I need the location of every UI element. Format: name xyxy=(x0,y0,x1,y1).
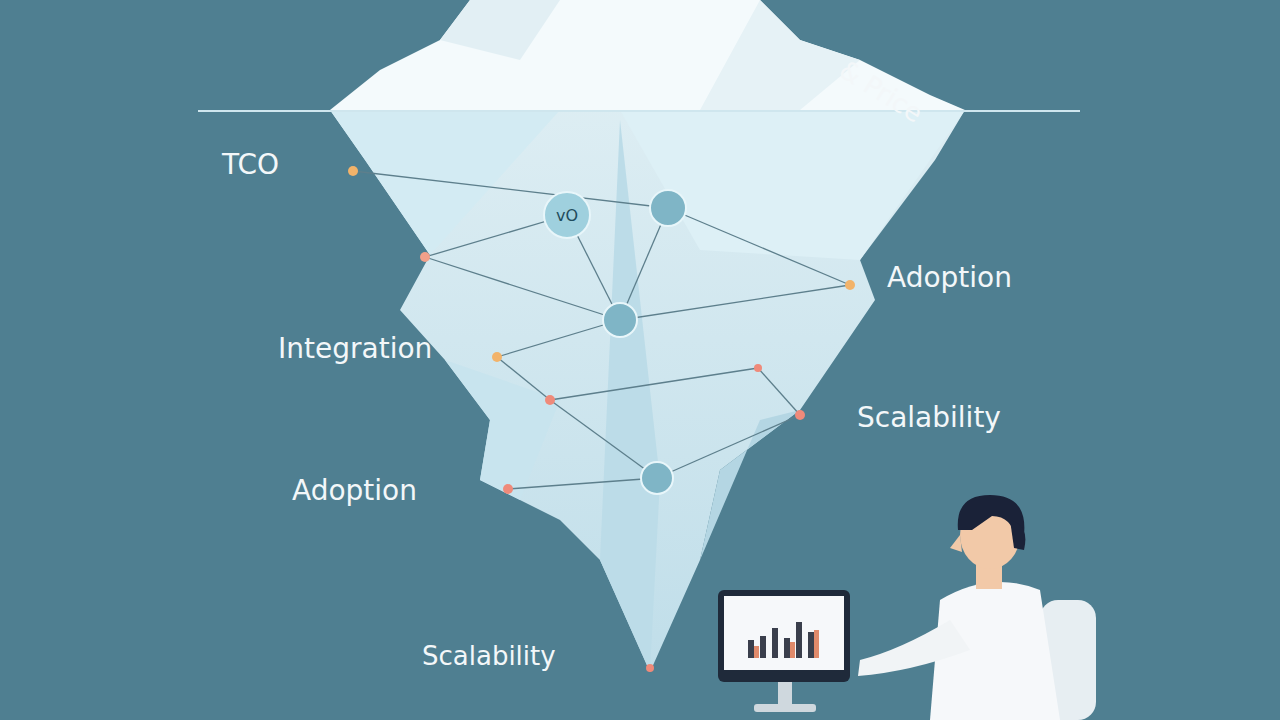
network-lines xyxy=(353,171,850,489)
hub-text: vO xyxy=(556,206,578,225)
factor-label: Adoption xyxy=(887,261,1012,294)
network-dots xyxy=(348,166,855,672)
iceberg-facet xyxy=(330,110,560,255)
iceberg-body xyxy=(330,110,965,672)
factor-label: Scalability xyxy=(857,401,1001,434)
factor-label: Scalability xyxy=(422,641,556,671)
factor-label: Adoption xyxy=(292,474,417,507)
person xyxy=(858,495,1096,720)
iceberg-facet xyxy=(700,410,800,560)
factor-label: Integration xyxy=(278,332,432,365)
monitor xyxy=(718,590,850,712)
hub-circle: vO xyxy=(543,191,591,239)
iceberg-tip-shade xyxy=(440,0,560,60)
iceberg-facet xyxy=(445,360,560,500)
waterline xyxy=(198,110,1080,112)
iceberg-facet xyxy=(620,110,965,260)
iceberg-tip-shade xyxy=(700,0,860,110)
network-hubs xyxy=(603,190,686,494)
factor-label: TCO xyxy=(222,148,279,181)
